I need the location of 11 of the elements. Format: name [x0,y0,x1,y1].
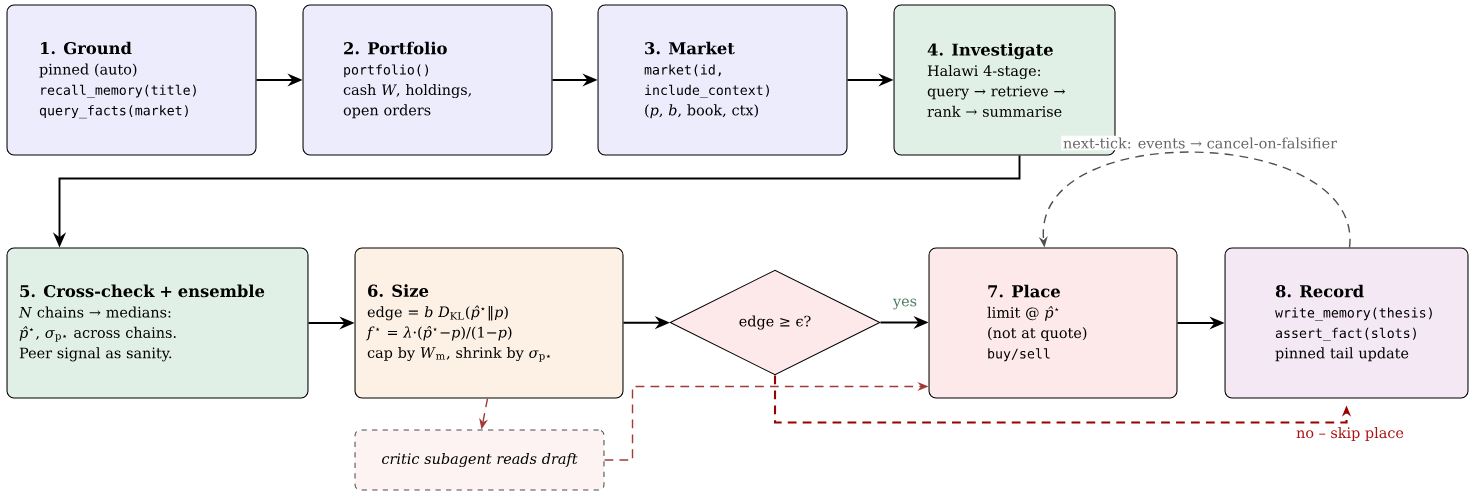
edge-label: next-tick: events → cancel-on-falsifier [1061,135,1339,151]
process-box: 7. Place limit @ p̂$^{⋆}$ (not at quote) buy/sell [928,247,1178,399]
edge-label: yes [891,296,919,312]
process-box: 2. Portfolio portfolio() cash W, holdings, open orders [302,4,553,156]
process-box: 1. Ground pinned (auto) recall_memory(title) query_facts(market) [6,4,257,156]
process-box: 6. Size edge = b D$_{KL}$(p̂$^{⋆}$‖p) f$^{⋆}$ = λ·(p̂$^{⋆}$−p)/(1−p) cap by W$_{m}$, shrink by σ$_{p⋆}$ [354,247,624,399]
edge-label: no – skip place [1294,425,1406,443]
process-box: 5. Cross-check + ensemble N chains → medians: p̂$^{⋆}$, σ$_{p⋆}$ across chains. Peer signal as sanity. [6,247,309,399]
note-box: critic subagent reads draft [354,429,605,491]
process-box: 8. Record write_memory(thesis) assert_fact(slots) pinned tail update [1224,247,1469,399]
process-box: 3. Market market(id, include_context) (p, b, book, ctx) [597,4,848,156]
